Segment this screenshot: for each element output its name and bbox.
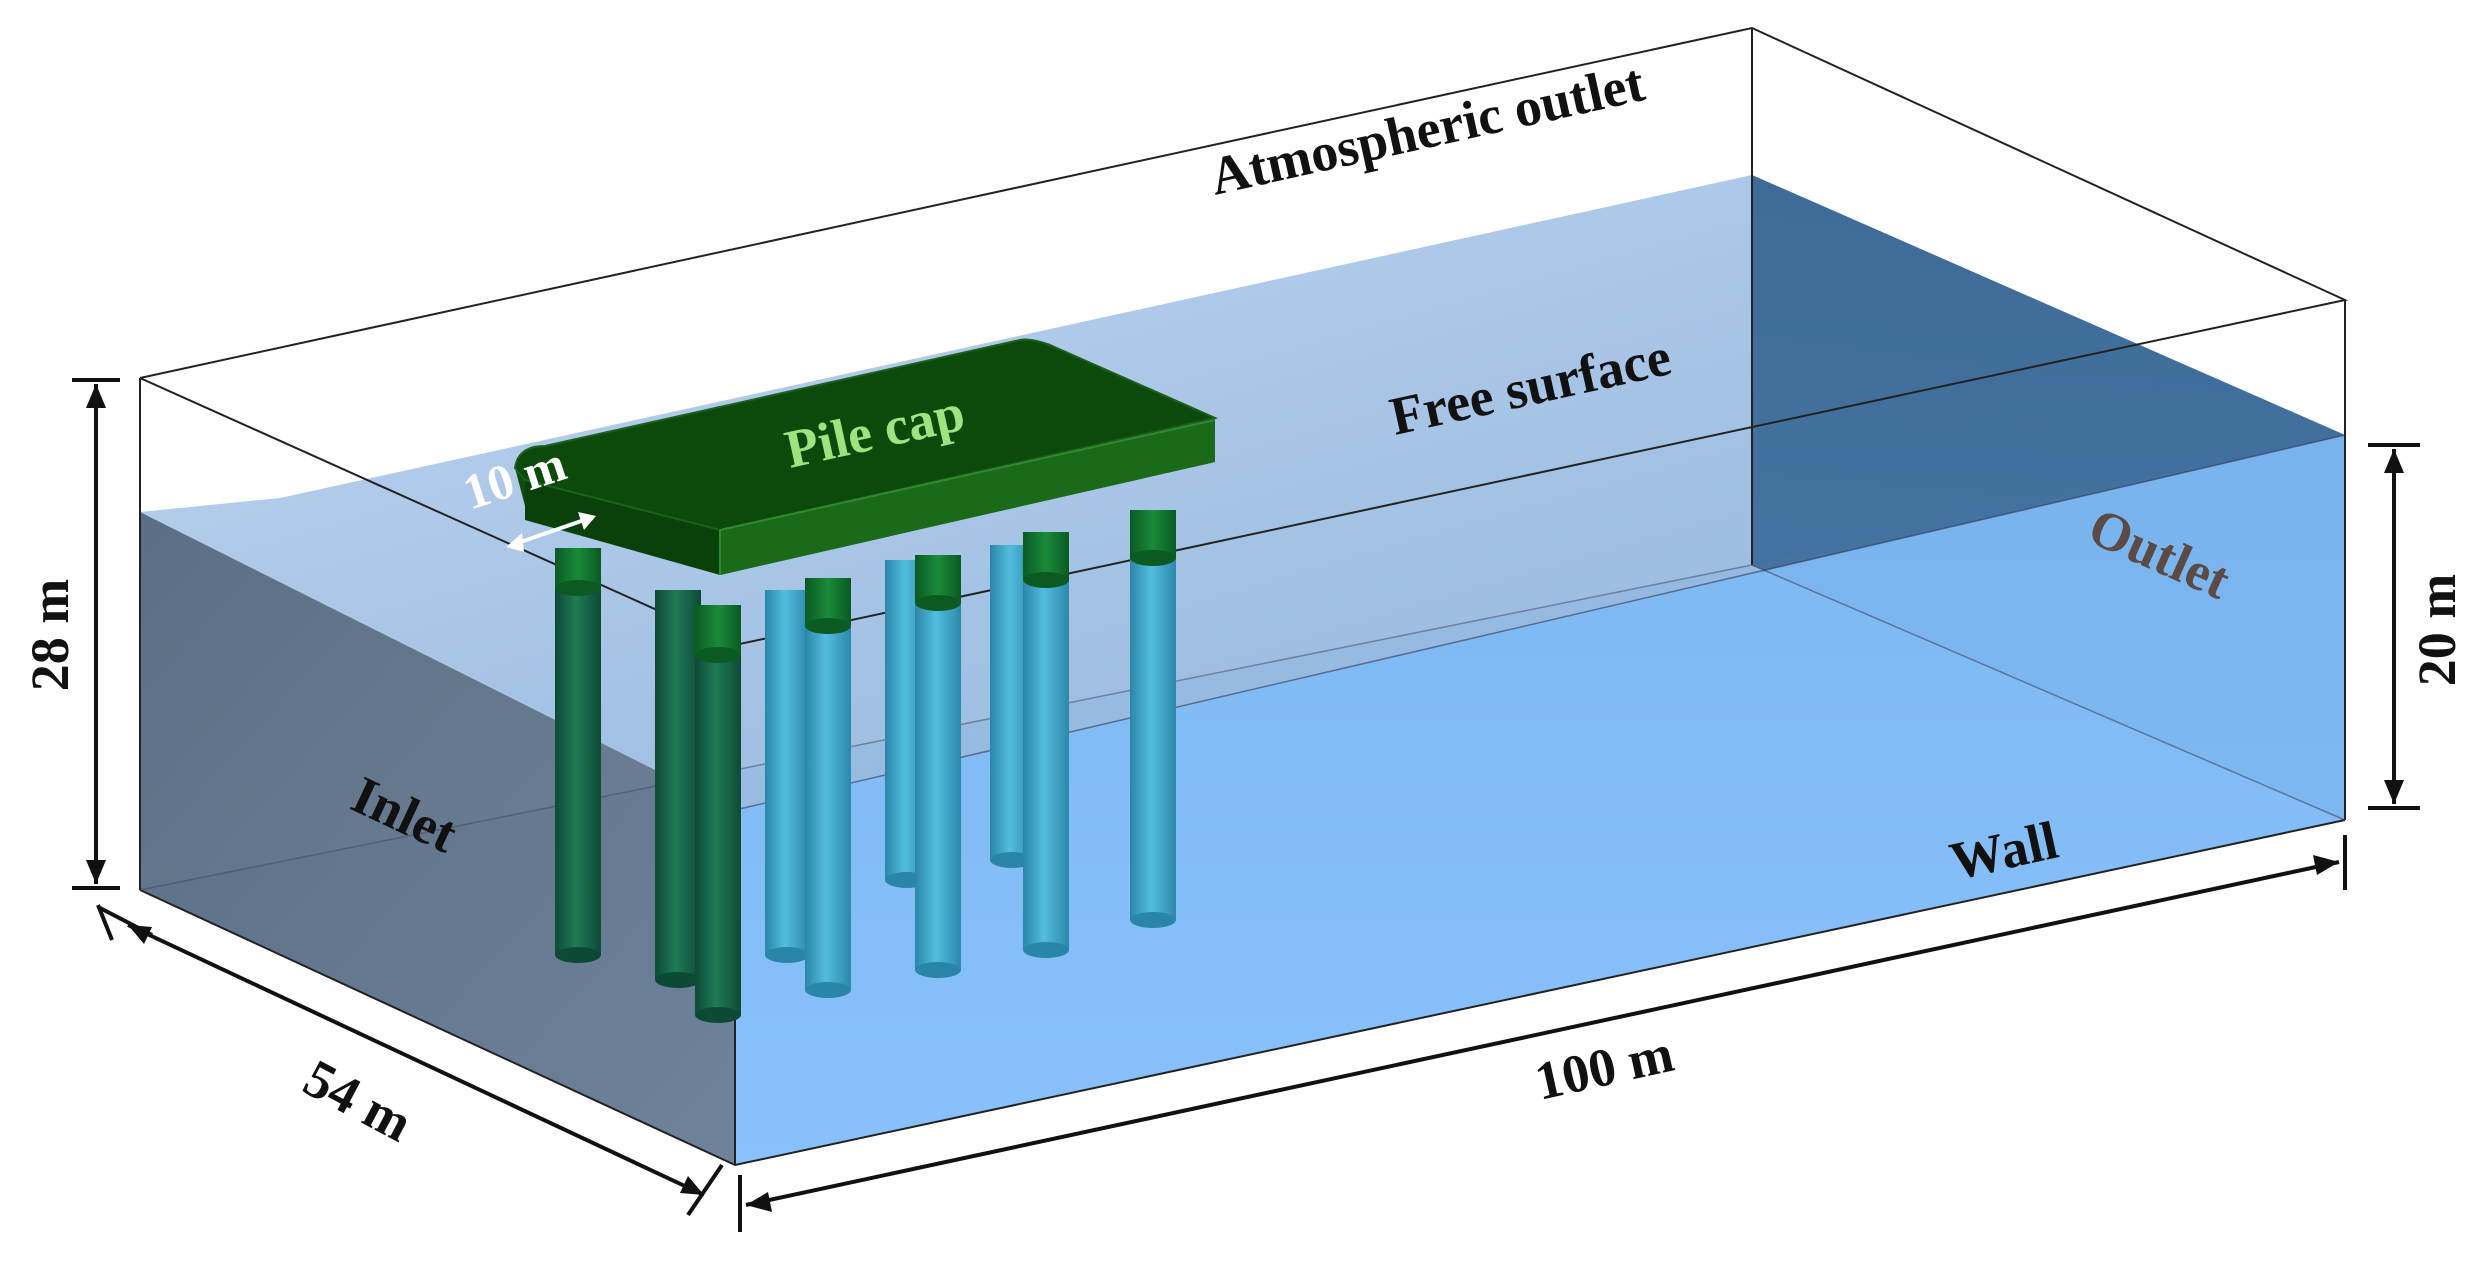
pile [805,600,851,998]
dimension-28m-label: 28 m [20,579,80,692]
dimension-54m-label: 54 m [294,1048,421,1154]
dimension-100m-label: 100 m [1530,1023,1679,1112]
dimension-54m [96,904,724,1217]
dimension-20m-label: 20 m [2407,574,2467,687]
pile [655,590,701,988]
dimension-20m [2368,443,2420,810]
dimension-28m [72,378,120,890]
pile [1023,555,1069,958]
pile-heads [555,510,1176,663]
pile [695,630,741,1023]
dimension-100m [738,835,2347,1232]
piles-group [555,530,1176,1023]
pile-spacing-arrowhead-right [578,512,596,530]
pile [1130,530,1176,928]
pile-spacing-arrowhead-left [506,533,524,552]
water-front-face [735,435,2345,1165]
atmospheric-outlet-label: Atmospheric outlet [1205,52,1650,206]
pile-cap [513,338,1219,575]
pile [915,570,961,978]
pile [555,560,601,963]
pile-spacing-arrow [511,516,591,547]
pile [765,590,809,963]
inlet-face [140,512,735,1165]
